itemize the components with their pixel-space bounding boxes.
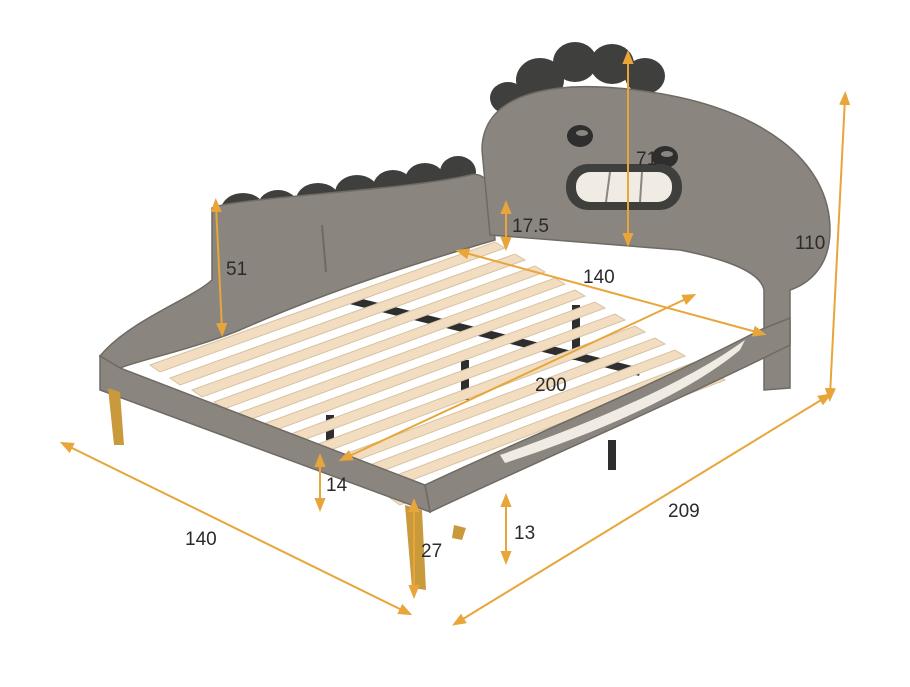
side-rail-panel [98,173,496,369]
label-headboard-gap: 17.5 [512,216,549,237]
label-total-height: 110 [795,233,826,254]
label-frame-thickness: 14 [326,475,348,496]
dimension-arrows [59,50,851,626]
label-floor-clearance: 13 [514,523,536,544]
side-rail-seam [321,224,327,273]
headboard-eye-right [652,146,678,168]
label-outer-length: 209 [668,501,700,522]
label-inner-length: 200 [535,375,567,396]
front-foot-rail [99,354,431,514]
headboard-eye-left [567,125,593,147]
label-headboard-height: 71 [636,149,658,170]
label-outer-width: 140 [185,529,217,550]
headboard-teeth [576,172,672,202]
label-leg-height: 27 [421,541,443,562]
label-side-rail-height: 51 [226,259,248,280]
label-inner-width: 140 [583,267,615,288]
